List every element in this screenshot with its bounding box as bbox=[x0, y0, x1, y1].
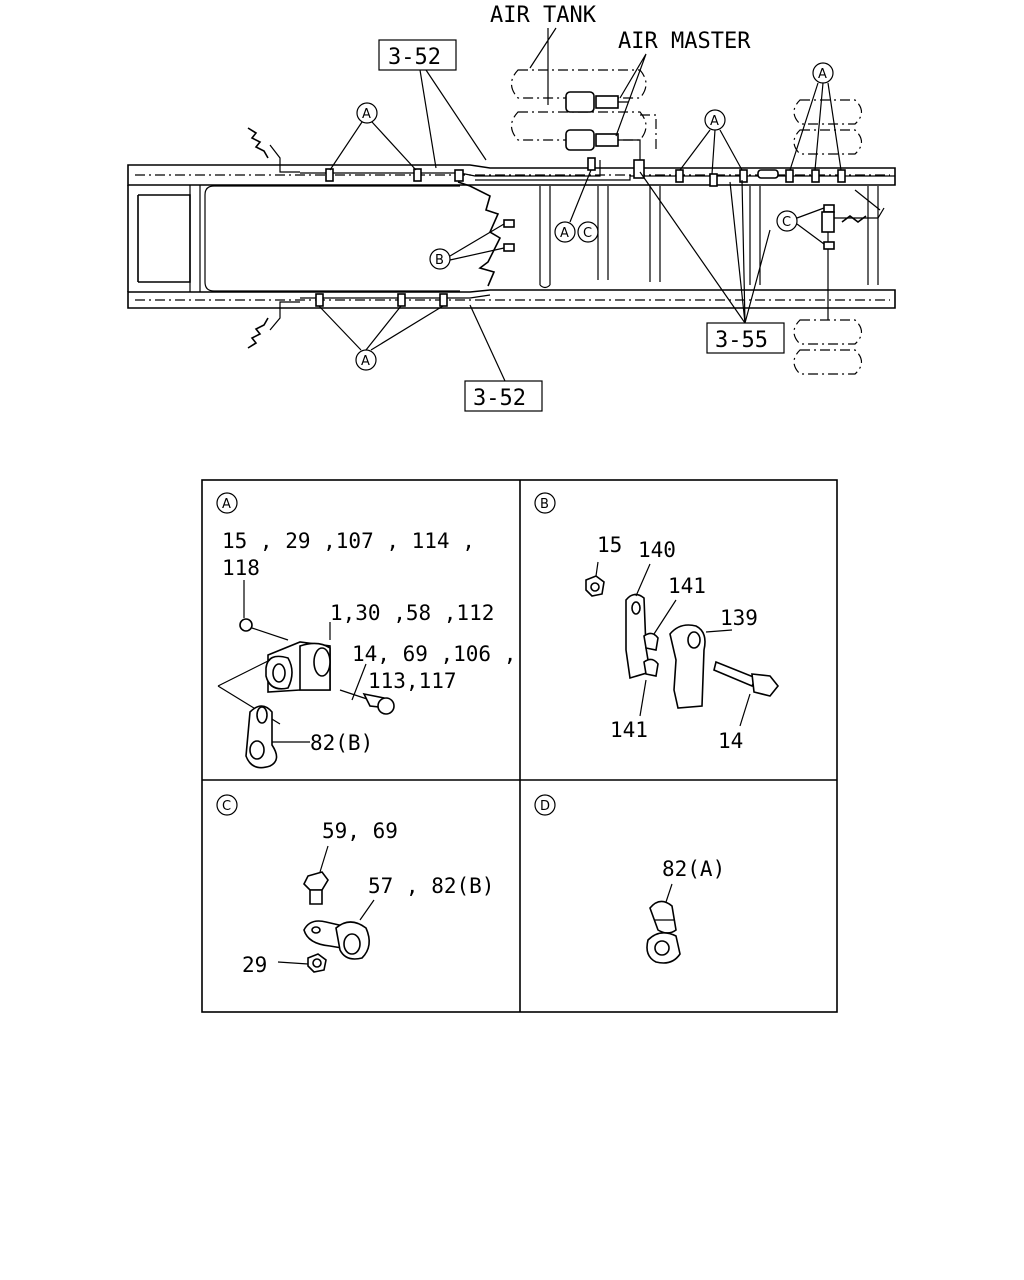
panel-a-parts bbox=[217, 580, 395, 769]
air-master-label: AIR MASTER bbox=[618, 29, 751, 54]
svg-text:A: A bbox=[361, 354, 370, 369]
air-tank-label: AIR TANK bbox=[490, 3, 597, 28]
panel-d-label-1: 82(A) bbox=[662, 857, 725, 881]
panel-d-parts bbox=[646, 883, 681, 964]
panel-c-label-2: 57 , 82(B) bbox=[368, 874, 494, 898]
panel-b-label-3: 141 bbox=[668, 574, 706, 598]
panel-a-label-6: 82(B) bbox=[310, 731, 373, 755]
callout-ac-center: A C bbox=[554, 169, 599, 243]
panel-c-parts bbox=[277, 845, 375, 973]
panel-d: D 82(A) bbox=[534, 794, 725, 964]
panel-b-parts bbox=[585, 561, 780, 727]
svg-text:C: C bbox=[782, 215, 791, 230]
callout-a-top-left: A bbox=[329, 102, 417, 171]
ref-3-52-bottom: 3-52 bbox=[473, 386, 526, 411]
panel-d-letter: D bbox=[540, 799, 550, 814]
clips bbox=[315, 157, 846, 307]
frame-rails bbox=[127, 164, 896, 309]
ref-3-52-bottom-leader bbox=[469, 304, 506, 382]
svg-text:A: A bbox=[560, 226, 569, 241]
chassis-overview: AIR TANK AIR MASTER 3-52 3-52 3-55 A A A bbox=[127, 3, 896, 412]
air-tank-group bbox=[510, 69, 647, 160]
svg-text:A: A bbox=[362, 107, 371, 122]
svg-text:B: B bbox=[435, 253, 444, 268]
panel-a-label-5: 113,117 bbox=[368, 669, 457, 693]
panel-a-label-2: 118 bbox=[222, 556, 260, 580]
panel-c-label-3: 29 bbox=[242, 953, 267, 977]
callout-a-right: A bbox=[789, 62, 842, 171]
panel-a-label-3: 1,30 ,58 ,112 bbox=[330, 601, 494, 625]
ref-3-55-leaders bbox=[639, 171, 771, 324]
air-tank-leaders bbox=[529, 27, 557, 105]
panel-a: A 15 , 29 ,107 , 114 , 118 1,30 ,58 ,112… bbox=[216, 492, 516, 769]
svg-text:A: A bbox=[710, 114, 719, 129]
callout-c-right: C bbox=[776, 207, 825, 245]
ref-box-3-52-bottom bbox=[464, 380, 543, 412]
ref-3-55: 3-55 bbox=[715, 328, 768, 353]
panel-c: C 59, 69 57 , 82(B) 29 bbox=[216, 794, 494, 977]
panel-a-label-4: 14, 69 ,106 , bbox=[352, 642, 516, 666]
ref-box-3-52-top bbox=[378, 39, 457, 71]
callout-b-left: B bbox=[429, 223, 505, 270]
panel-b-letter: B bbox=[540, 497, 549, 512]
panel-a-letter: A bbox=[222, 497, 231, 512]
svg-text:A: A bbox=[818, 67, 827, 82]
panel-b: B 15 140 141 139 141 14 bbox=[534, 492, 780, 753]
detail-grid bbox=[201, 479, 838, 1013]
panel-c-letter: C bbox=[222, 799, 231, 814]
callout-a-center: A bbox=[679, 109, 743, 175]
air-master-leaders bbox=[615, 53, 647, 137]
callout-a-bottom: A bbox=[318, 305, 444, 371]
ref-3-52-top-leaders bbox=[419, 69, 487, 169]
panel-b-label-4: 139 bbox=[720, 606, 758, 630]
panel-c-label-1: 59, 69 bbox=[322, 819, 398, 843]
panel-b-label-1: 15 bbox=[597, 533, 622, 557]
panel-b-label-5: 141 bbox=[610, 718, 648, 742]
ref-3-52-top: 3-52 bbox=[388, 45, 441, 70]
svg-text:C: C bbox=[583, 226, 592, 241]
right-tank-group bbox=[793, 99, 863, 375]
panel-a-label-1: 15 , 29 ,107 , 114 , bbox=[222, 529, 475, 553]
panel-b-label-6: 14 bbox=[718, 729, 743, 753]
hose-brackets bbox=[247, 127, 867, 349]
panel-b-label-2: 140 bbox=[638, 538, 676, 562]
